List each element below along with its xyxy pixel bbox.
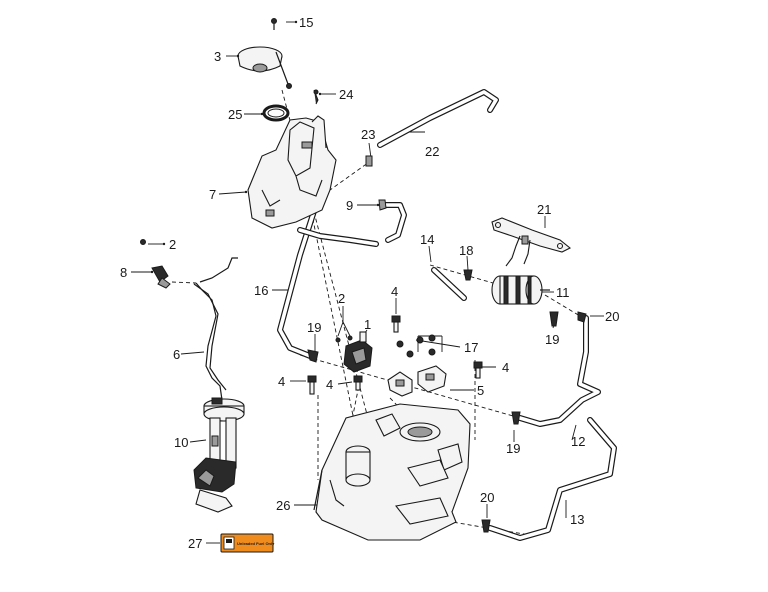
callout-12: 12 <box>571 434 585 449</box>
hose-9 <box>381 202 407 243</box>
callout-2-lower: 2 <box>338 291 345 306</box>
callout-20-lower: 20 <box>480 490 494 505</box>
callout-20-upper: 20 <box>605 309 619 324</box>
hose-16 <box>277 183 379 359</box>
clamp-20-upper <box>577 311 587 323</box>
clamp-18 <box>463 269 473 281</box>
callout-26: 26 <box>276 498 290 513</box>
filler-neck-seal <box>262 104 290 122</box>
clamp-19-left <box>307 349 319 363</box>
callout-21: 21 <box>537 202 551 217</box>
screw-15 <box>271 18 277 30</box>
callout-3: 3 <box>214 49 221 64</box>
bolt-4-mid <box>353 375 363 391</box>
callout-1: 1 <box>364 317 371 332</box>
fuel-tank <box>313 403 471 541</box>
callout-10: 10 <box>174 435 188 450</box>
callout-23: 23 <box>361 127 375 142</box>
callout-4-right: 4 <box>502 360 509 375</box>
callout-labels: 15 3 24 25 23 22 7 9 21 2 14 18 8 16 11 … <box>120 15 619 551</box>
hose-22 <box>377 89 499 148</box>
callout-16: 16 <box>254 283 268 298</box>
fuel-filler-cap <box>237 46 292 89</box>
screw-2-upper <box>140 239 146 245</box>
callout-2-upper: 2 <box>169 237 176 252</box>
callout-5: 5 <box>477 383 484 398</box>
callout-9: 9 <box>346 198 353 213</box>
callout-22: 22 <box>425 144 439 159</box>
callout-ticks <box>150 20 380 274</box>
connector-8 <box>151 265 171 289</box>
decal-label: Unleaded Fuel Only <box>237 541 275 546</box>
callout-17: 17 <box>464 340 478 355</box>
callout-25: 25 <box>228 107 242 122</box>
callout-11: 11 <box>556 285 570 300</box>
vent-valve-1 <box>335 331 373 373</box>
unleaded-fuel-decal: Unleaded Fuel Only <box>220 533 275 553</box>
callout-27: 27 <box>188 536 202 551</box>
callout-19-filter: 19 <box>545 332 559 347</box>
clamp-20-lower <box>481 519 491 533</box>
callout-18: 18 <box>459 243 473 258</box>
callout-4-mid: 4 <box>326 377 333 392</box>
nuts-17 <box>396 334 436 358</box>
callout-19-left: 19 <box>307 320 321 335</box>
bolt-4-top <box>391 315 401 333</box>
bolt-4-left <box>307 375 317 395</box>
callout-14: 14 <box>420 232 434 247</box>
clip-23 <box>365 155 373 167</box>
sender-wiring-6 <box>193 257 238 401</box>
fuel-filter <box>491 275 550 305</box>
callout-19-right: 19 <box>506 441 520 456</box>
hose-13 <box>487 417 617 541</box>
clip-24 <box>313 89 319 105</box>
callout-7: 7 <box>209 187 216 202</box>
tank-brackets-5 <box>387 365 447 397</box>
callout-13: 13 <box>570 512 584 527</box>
callout-24: 24 <box>339 87 353 102</box>
fuel-filler-housing <box>247 115 337 229</box>
fuel-pump-assembly <box>193 397 245 513</box>
callout-8: 8 <box>120 265 127 280</box>
callout-4-left: 4 <box>278 374 285 389</box>
callout-15: 15 <box>299 15 313 30</box>
bolt-4-right <box>473 361 483 379</box>
hose-14 <box>431 267 467 301</box>
clamp-19-filter <box>549 311 559 327</box>
callout-4-top: 4 <box>391 284 398 299</box>
hose-12 <box>517 315 601 427</box>
clip-9 <box>378 199 387 211</box>
callout-6: 6 <box>173 347 180 362</box>
filter-bracket <box>491 217 572 267</box>
clamp-19-right <box>511 411 521 425</box>
